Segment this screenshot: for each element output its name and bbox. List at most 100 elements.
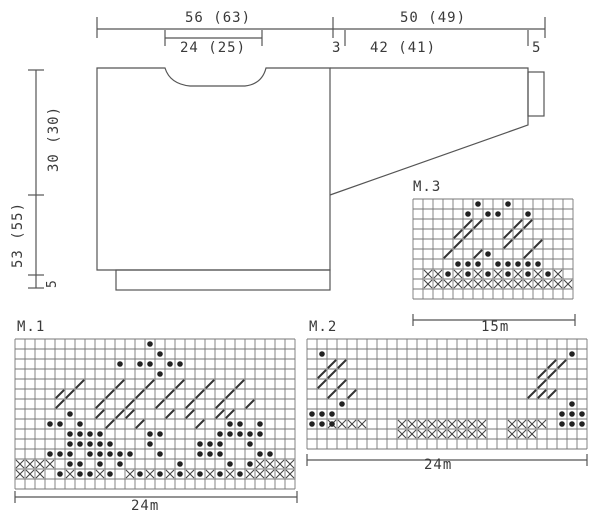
stitch-dot [257, 431, 263, 437]
stitch-cross [427, 429, 437, 439]
stitch-dot [77, 441, 83, 447]
stitch-cross [423, 269, 433, 279]
stitch-dot [559, 421, 565, 427]
stitch-dot [197, 441, 203, 447]
stitch-slash [537, 389, 547, 399]
stitch-dot [525, 261, 531, 267]
stitch-cross [517, 429, 527, 439]
body-outline [96, 67, 331, 271]
stitch-dot [329, 421, 335, 427]
stitch-cross [503, 279, 513, 289]
stitch-dot [309, 411, 315, 417]
stitch-dot [77, 421, 83, 427]
stitch-slash [205, 379, 215, 389]
stitch-slash [453, 229, 463, 239]
stitch-dot [47, 421, 53, 427]
chart-grid [412, 198, 574, 300]
stitch-cross [205, 469, 215, 479]
stitch-cross [337, 419, 347, 429]
stitch-cross [25, 459, 35, 469]
stitch-cross [543, 279, 553, 289]
width-label-m2: 24m [424, 457, 452, 473]
stitch-cross [417, 429, 427, 439]
stitch-cross [255, 459, 265, 469]
stitch-cross [443, 279, 453, 289]
stitch-cross [463, 279, 473, 289]
label-upper-length: 30 (30) [46, 106, 62, 172]
stitch-slash [145, 379, 155, 389]
stitch-cross [437, 419, 447, 429]
label-total-length: 53 (55) [10, 202, 26, 268]
stitch-dot [217, 451, 223, 457]
stitch-slash [537, 379, 547, 389]
stitch-cross [357, 419, 367, 429]
stitch-slash [175, 379, 185, 389]
stitch-dot [87, 441, 93, 447]
stitch-dot [309, 421, 315, 427]
stitch-dot [47, 451, 53, 457]
stitch-slash [327, 359, 337, 369]
stitch-slash [155, 399, 165, 409]
stitch-dot [465, 261, 471, 267]
stitch-cross [453, 279, 463, 289]
chart-m3 [412, 198, 576, 326]
stitch-cross [473, 269, 483, 279]
stitch-slash [115, 379, 125, 389]
stitch-cross [35, 459, 45, 469]
stitch-dot [237, 421, 243, 427]
stitch-dot [525, 271, 531, 277]
label-sleeve-width: 56 (63) [185, 10, 251, 26]
width-label-m1: 24m [131, 498, 159, 514]
stitch-slash [463, 219, 473, 229]
stitch-slash [327, 369, 337, 379]
stitch-dot [339, 401, 345, 407]
stitch-cross [265, 469, 275, 479]
stitch-dot [495, 211, 501, 217]
stitch-cross [275, 459, 285, 469]
stitch-slash [443, 249, 453, 259]
label-cuff: 5 [532, 40, 541, 56]
stitch-cross [15, 469, 25, 479]
chart-m1 [14, 338, 298, 503]
label-shoulder-gap: 3 [332, 40, 341, 56]
stitch-slash [165, 409, 175, 419]
stitch-dot [569, 351, 575, 357]
stitch-slash [55, 399, 65, 409]
stitch-dot [147, 341, 153, 347]
stitch-cross [477, 419, 487, 429]
chart-title-m3: M.3 [413, 179, 441, 195]
stitch-slash [105, 389, 115, 399]
stitch-dot [177, 361, 183, 367]
garment-schematic: 56 (63) 50 (49) 24 (25) 3 42 (41) 5 53 (… [10, 10, 546, 291]
sleeve-outline [329, 67, 529, 196]
stitch-slash [95, 399, 105, 409]
stitch-cross [493, 269, 503, 279]
stitch-dot [67, 411, 73, 417]
stitch-cross [185, 469, 195, 479]
stitch-cross [447, 429, 457, 439]
stitch-dot [87, 471, 93, 477]
stitch-dot [67, 431, 73, 437]
stitch-cross [265, 459, 275, 469]
stitch-dot [97, 431, 103, 437]
stitch-dot [525, 211, 531, 217]
stitch-dot [77, 431, 83, 437]
stitch-dot [107, 441, 113, 447]
stitch-cross [407, 429, 417, 439]
stitch-cross [477, 429, 487, 439]
stitch-dot [97, 451, 103, 457]
stitch-cross [457, 429, 467, 439]
stitch-dot [217, 471, 223, 477]
stitch-slash [225, 389, 235, 399]
stitch-cross [553, 269, 563, 279]
stitch-cross [15, 459, 25, 469]
stitch-cross [437, 429, 447, 439]
stitch-dot [77, 461, 83, 467]
stitch-dot [57, 451, 63, 457]
stitch-cross [35, 469, 45, 479]
stitch-cross [95, 469, 105, 479]
stitch-cross [473, 279, 483, 289]
stitch-cross [533, 279, 543, 289]
stitch-cross [427, 419, 437, 429]
stitch-dot [505, 201, 511, 207]
